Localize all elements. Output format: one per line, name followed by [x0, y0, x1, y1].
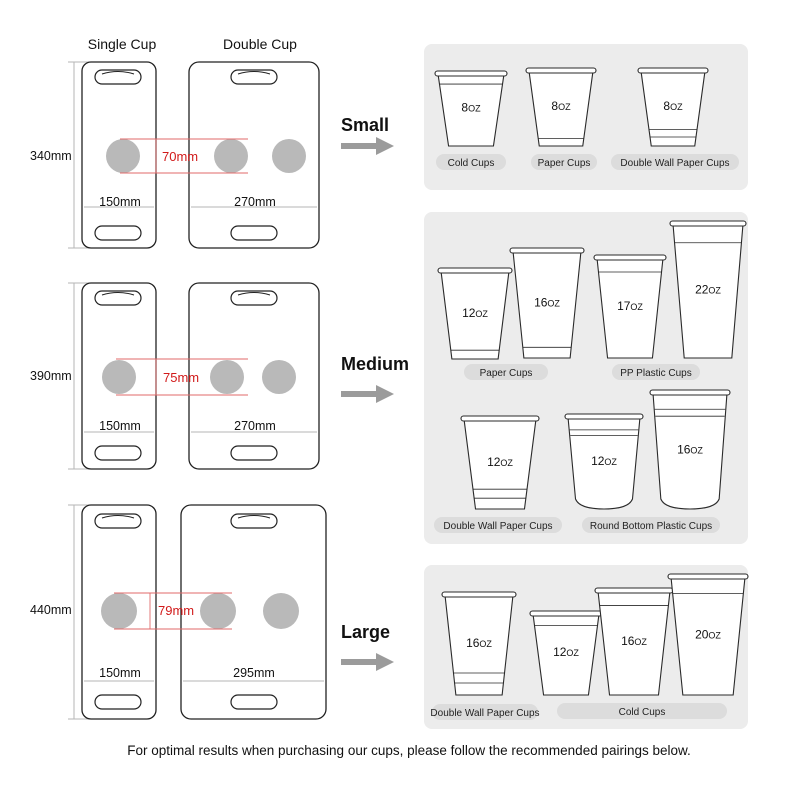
cup-capacity-label: 8OZ — [461, 100, 481, 114]
cold-cup-icon: 20OZ — [667, 573, 749, 696]
cup-capacity-label: 16OZ — [466, 636, 492, 650]
handle-slot — [230, 694, 278, 710]
spacing-lines — [116, 358, 248, 396]
handle-slot — [94, 69, 142, 85]
cup-type-label: Double Wall Paper Cups — [430, 708, 539, 719]
handle-slot — [230, 513, 278, 529]
handle-slot — [94, 225, 142, 241]
handle-slot — [230, 225, 278, 241]
single-width-label: 150mm — [99, 666, 141, 680]
row-large: 440mm 79mm 150mm 295mm Large — [30, 504, 749, 729]
cup-type-label: Round Bottom Plastic Cups — [590, 521, 712, 532]
header-single-cup: Single Cup — [88, 36, 157, 52]
cup-hole — [101, 593, 137, 629]
round-cup-icon: 12OZ — [564, 413, 644, 510]
cup-capacity-label: 12OZ — [553, 645, 579, 659]
double-width-label: 270mm — [234, 419, 276, 433]
handle-slot — [94, 445, 142, 461]
single-cup-carrier — [81, 282, 157, 470]
single-cup-carrier — [81, 504, 157, 720]
dwall-cup-icon: 8OZ — [637, 67, 709, 147]
row-small: 340mm 70mm 150mm — [30, 44, 748, 249]
arrow-icon — [341, 385, 394, 403]
round-cup-icon: 16OZ — [649, 389, 731, 510]
handle-slot — [230, 69, 278, 85]
single-width-label: 150mm — [99, 195, 141, 209]
paper-cup-icon: 16OZ — [509, 247, 585, 359]
cup-hole — [102, 360, 136, 394]
double-cup-carrier — [180, 504, 327, 720]
double-cup-carrier — [188, 282, 320, 470]
pp-cup-icon: 17OZ — [593, 254, 667, 359]
cup-type-label: Cold Cups — [619, 707, 666, 718]
pp-cup-icon: 22OZ — [669, 220, 747, 359]
arrow-icon — [341, 653, 394, 671]
paper-cup-icon: 8OZ — [525, 67, 597, 147]
paper-cup-icon: 12OZ — [437, 267, 513, 360]
single-width-label: 150mm — [99, 419, 141, 433]
dwall-cup-icon: 12OZ — [460, 415, 540, 510]
cold-cup-icon: 12OZ — [529, 610, 603, 696]
cup-capacity-label: 8OZ — [663, 99, 683, 113]
cup-capacity-label: 12OZ — [462, 306, 488, 320]
dwall-cup-icon: 16OZ — [441, 591, 517, 696]
handle-slot — [230, 445, 278, 461]
cup-type-label: Double Wall Paper Cups — [620, 158, 729, 169]
double-width-label: 295mm — [233, 666, 275, 680]
spacing-label: 70mm — [162, 149, 198, 164]
cup-hole — [214, 139, 248, 173]
cup-group-medium: 12OZ 16OZ 17OZ 22OZ Paper Cups PP Plastic C… — [434, 220, 747, 533]
height-label: 390mm — [30, 369, 72, 383]
row-medium: 390mm 75mm 150mm 270mm Medium — [30, 212, 748, 544]
cup-hole — [210, 360, 244, 394]
spacing-lines — [114, 592, 232, 630]
cup-hole — [272, 139, 306, 173]
size-label-small: Small — [341, 115, 389, 135]
spacing-lines — [120, 138, 248, 174]
header-double-cup: Double Cup — [223, 36, 297, 52]
height-label: 440mm — [30, 603, 72, 617]
handle-slot — [94, 694, 142, 710]
arrow-icon — [341, 137, 394, 155]
cup-type-label: Double Wall Paper Cups — [443, 521, 552, 532]
footer-note: For optimal results when purchasing our … — [127, 743, 691, 758]
cup-capacity-label: 12OZ — [591, 454, 617, 468]
cup-hole — [200, 593, 236, 629]
handle-slot — [94, 290, 142, 306]
size-label-large: Large — [341, 622, 390, 642]
spacing-label: 79mm — [158, 603, 194, 618]
single-cup-carrier — [81, 61, 157, 249]
cup-capacity-label: 17OZ — [617, 299, 643, 313]
cup-capacity-label: 20OZ — [695, 627, 721, 641]
cup-type-label: Paper Cups — [480, 368, 533, 379]
cup-group-small: 8OZ 8OZ 8OZ Cold Cups Paper Cups Double Wa… — [434, 67, 739, 170]
cup-capacity-label: 22OZ — [695, 283, 721, 297]
double-width-label: 270mm — [234, 195, 276, 209]
cup-capacity-label: 12OZ — [487, 455, 513, 469]
cold-cup-icon: 16OZ — [594, 587, 674, 696]
double-cup-carrier — [188, 61, 320, 249]
cup-type-label: Paper Cups — [538, 158, 591, 169]
cup-type-label: Cold Cups — [448, 158, 495, 169]
cup-type-label: PP Plastic Cups — [620, 368, 692, 379]
handle-slot — [94, 513, 142, 529]
cup-hole — [263, 593, 299, 629]
cup-capacity-label: 16OZ — [677, 442, 703, 456]
spacing-label: 75mm — [163, 370, 199, 385]
cup-capacity-label: 16OZ — [534, 296, 560, 310]
cold-cup-icon: 8OZ — [434, 70, 508, 147]
size-label-medium: Medium — [341, 354, 409, 374]
cup-hole — [106, 139, 140, 173]
cup-capacity-label: 16OZ — [621, 634, 647, 648]
height-label: 340mm — [30, 149, 72, 163]
cup-capacity-label: 8OZ — [551, 99, 571, 113]
handle-slot — [230, 290, 278, 306]
cup-hole — [262, 360, 296, 394]
